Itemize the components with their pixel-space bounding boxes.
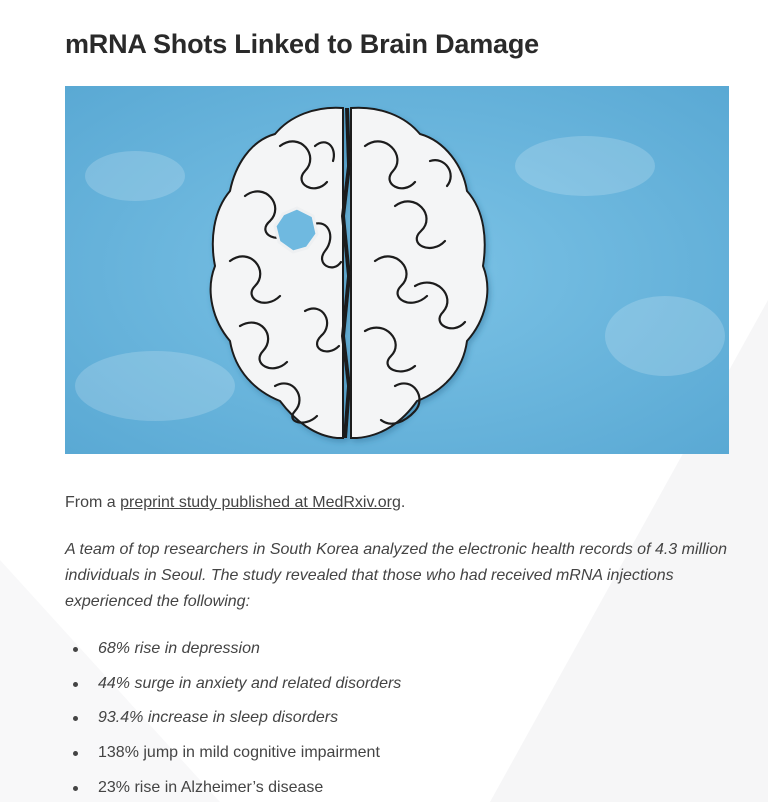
- study-summary: A team of top researchers in South Korea…: [65, 541, 727, 610]
- findings-list: 68% rise in depression 44% surge in anxi…: [65, 637, 729, 810]
- list-item: 23% rise in Alzheimer’s disease: [65, 776, 729, 810]
- finding-text: 68% rise in depression: [98, 640, 260, 657]
- finding-text: 44% surge in anxiety and related disorde…: [98, 674, 402, 692]
- source-line: From a preprint study published at MedRx…: [65, 491, 729, 515]
- finding-text: 138% jump in mild cognitive impairment: [98, 744, 380, 762]
- list-item: 138% jump in mild cognitive impairment: [65, 741, 729, 776]
- article: mRNA Shots Linked to Brain Damage: [65, 0, 729, 796]
- brain-illustration: [65, 86, 729, 454]
- preprint-study-link[interactable]: preprint study published at MedRxiv.org: [120, 494, 401, 511]
- finding-text: 93.4% increase in sleep disorders: [98, 709, 339, 727]
- list-item: 68% rise in depression: [65, 637, 729, 672]
- bullet-icon: [73, 785, 78, 791]
- article-title: mRNA Shots Linked to Brain Damage: [65, 29, 539, 59]
- bullet-icon: [73, 751, 78, 757]
- bullet-icon: [73, 681, 78, 687]
- list-item: 93.4% increase in sleep disorders: [65, 706, 729, 741]
- source-suffix: .: [400, 494, 406, 511]
- hero-image: [65, 86, 729, 454]
- finding-text: 23% rise in Alzheimer’s disease: [98, 778, 324, 796]
- bullet-icon: [73, 716, 78, 722]
- list-item: 44% surge in anxiety and related disorde…: [65, 672, 729, 707]
- source-prefix: From a: [65, 494, 121, 511]
- bullet-icon: [73, 647, 78, 652]
